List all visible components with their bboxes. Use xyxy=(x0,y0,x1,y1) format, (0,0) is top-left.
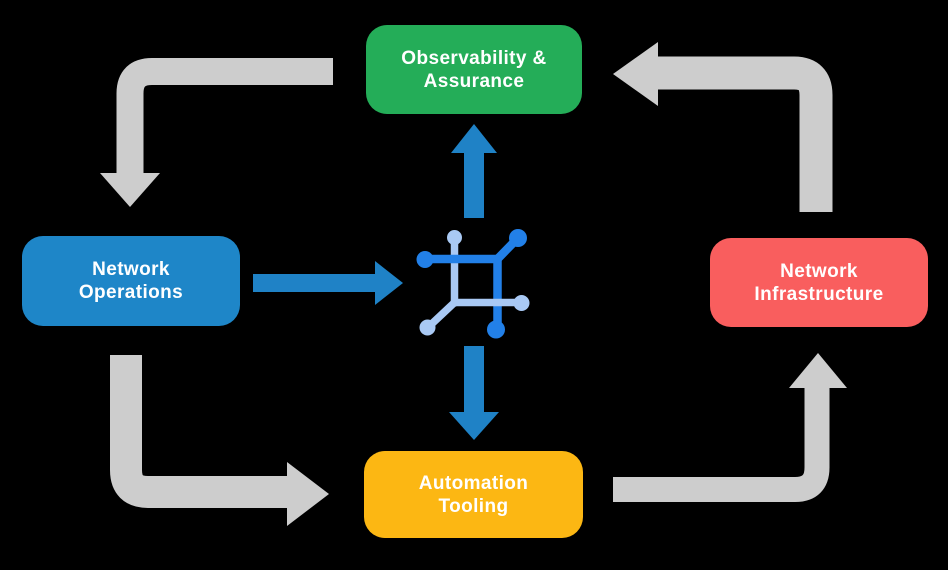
icon-node-dot xyxy=(419,319,436,336)
blue-arrow-platform-to-observability xyxy=(451,124,497,218)
arrow-shaft xyxy=(657,56,833,212)
arrow-head xyxy=(613,42,658,106)
icon-node-dot xyxy=(416,251,434,268)
gray-arrow-automation-to-infrastructure xyxy=(613,353,847,502)
gray-arrow-infrastructure-to-observability xyxy=(613,42,833,212)
node-label-line: Operations xyxy=(78,282,184,303)
gray-arrow-observability-to-operations xyxy=(100,58,333,207)
arrow-head xyxy=(375,261,403,305)
node-observability-assurance: Observability & Assurance xyxy=(366,25,582,114)
arrow-head xyxy=(449,412,499,440)
arrow-shaft xyxy=(116,58,333,174)
icon-node-dot xyxy=(487,320,505,339)
arrow-shaft xyxy=(110,355,288,508)
node-network-operations: Network Operations xyxy=(22,236,240,326)
icon-link-line xyxy=(426,298,459,330)
icon-node-dot xyxy=(509,229,527,247)
node-label-line: Network xyxy=(780,260,858,282)
node-label-line: Assurance xyxy=(423,70,525,92)
icon-node-dot xyxy=(447,230,462,245)
node-label-line: Tooling xyxy=(438,495,509,517)
gray-arrow-operations-to-automation xyxy=(110,355,329,526)
arrow-shaft xyxy=(613,388,830,502)
node-network-infrastructure: Network Infrastructure xyxy=(710,238,928,327)
node-label-line: Observability & xyxy=(401,47,547,69)
node-automation-tooling: Automation Tooling xyxy=(364,451,583,538)
arrow-head xyxy=(287,462,329,526)
node-label-line: Network xyxy=(92,259,170,280)
network-platform-icon xyxy=(416,229,530,339)
arrow-head xyxy=(100,173,160,207)
node-label-line: Infrastructure xyxy=(754,283,884,305)
arrow-head xyxy=(451,124,497,153)
node-label-line: Automation xyxy=(418,472,529,494)
icon-node-dot xyxy=(513,295,530,311)
blue-arrow-operations-to-platform xyxy=(253,261,403,305)
arrow-head xyxy=(789,353,847,388)
blue-arrow-platform-to-automation xyxy=(449,346,499,440)
